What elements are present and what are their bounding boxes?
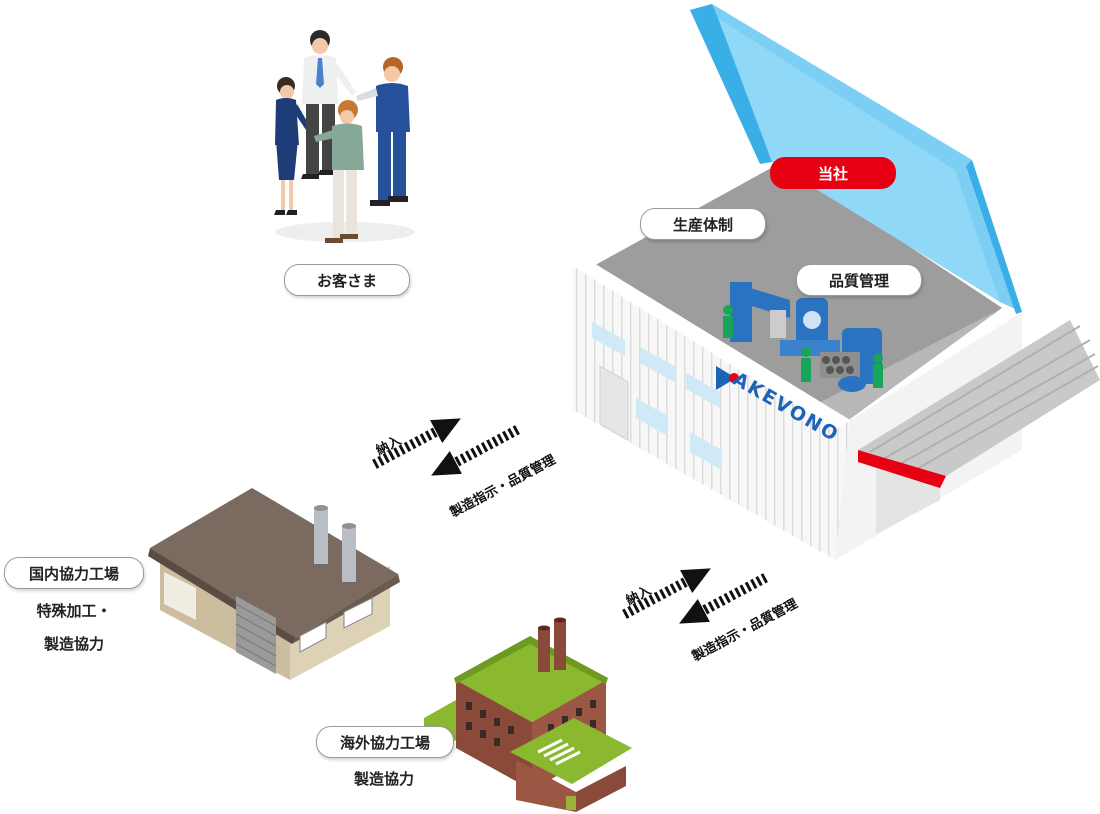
flow-arrows-2 <box>622 568 768 624</box>
akevono-logo-mark <box>716 366 739 390</box>
quality-label: 品質管理 <box>796 264 922 296</box>
workers <box>723 305 883 388</box>
flow-arrows-1 <box>372 418 520 476</box>
person-woman-green <box>314 100 364 243</box>
domestic-note-line2: 製造協力 <box>43 635 104 653</box>
overseas-factory-label: 海外協力工場 <box>316 726 454 758</box>
overseas-factory-illustration <box>424 617 632 812</box>
customers-illustration <box>274 30 415 243</box>
machines <box>730 282 882 392</box>
domestic-note-line1: 特殊加工・ <box>36 602 112 620</box>
domestic-factory-label: 国内協力工場 <box>4 557 144 589</box>
person-man-vest <box>356 57 410 206</box>
company-label: 当社 <box>770 157 896 189</box>
domestic-factory-illustration <box>148 488 400 680</box>
production-label: 生産体制 <box>640 208 766 240</box>
overseas-note: 製造協力 <box>353 770 414 788</box>
customers-label: お客さま <box>284 264 410 296</box>
